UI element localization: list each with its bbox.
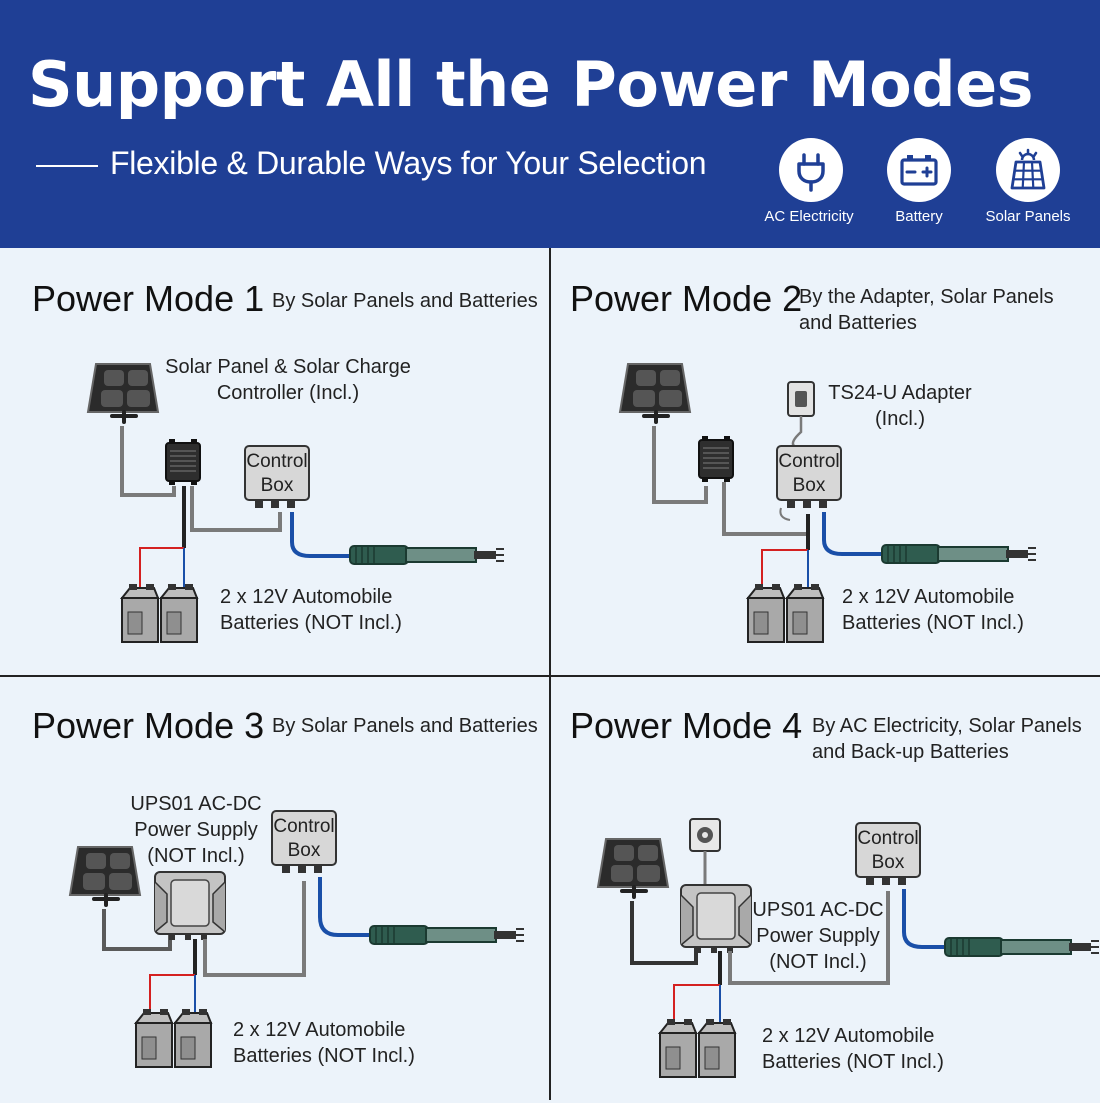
- solar-panel-icon: [618, 362, 692, 424]
- subtitle-rule: [36, 165, 98, 167]
- power-supply-label: UPS01 AC-DC Power Supply (NOT Incl.): [130, 793, 262, 867]
- vertical-divider: [549, 248, 551, 1100]
- battery-icon: [174, 1008, 212, 1068]
- power-mode-1-diagram: [86, 362, 505, 643]
- page-title: Support All the Power Modes: [28, 48, 1034, 121]
- ac-electricity-label: AC Electricity: [764, 208, 854, 225]
- battery-icon: [786, 583, 824, 643]
- power-mode-4-title: Power Mode 4: [570, 705, 803, 746]
- battery-icon: [698, 1018, 736, 1078]
- horizontal-divider: [0, 675, 1100, 677]
- power-mode-3-title: Power Mode 3: [32, 705, 265, 746]
- power-mode-3-panel: Power Mode 3 By Solar Panels and Batteri…: [0, 677, 550, 1103]
- actuator-icon: [349, 545, 505, 565]
- power-mode-1-title: Power Mode 1: [32, 278, 265, 319]
- power-mode-3-diagram: [68, 810, 525, 1068]
- power-mode-2-diagram: [618, 362, 1037, 643]
- batteries-label: 2 x 12V Automobile Batteries (NOT Incl.): [220, 586, 402, 634]
- power-mode-2-title: Power Mode 2: [570, 278, 803, 319]
- solar-panel-label: Solar Panel & Solar Charge Controller (I…: [165, 356, 411, 404]
- actuator-icon: [944, 937, 1100, 957]
- wall-outlet-icon: [689, 818, 721, 852]
- batteries-label: 2 x 12V Automobile Batteries (NOT Incl.): [842, 586, 1024, 634]
- plug-icon: [779, 138, 843, 202]
- batteries-label: 2 x 12V Automobile Batteries (NOT Incl.): [233, 1019, 415, 1067]
- power-mode-1-description: By Solar Panels and Batteries: [272, 290, 538, 312]
- header-banner: Support All the Power Modes Flexible & D…: [0, 0, 1100, 248]
- battery-label: Battery: [895, 208, 943, 225]
- adapter-icon: [787, 381, 815, 417]
- control-box-label: Control Box: [778, 451, 840, 496]
- power-supply-label: UPS01 AC-DC Power Supply (NOT Incl.): [752, 899, 884, 973]
- power-mode-4-description: By AC Electricity, Solar Panels and Back…: [812, 715, 1082, 763]
- charge-controller-icon: [698, 435, 734, 483]
- solar-panels-label: Solar Panels: [985, 208, 1071, 225]
- power-mode-3-description: By Solar Panels and Batteries: [272, 715, 538, 737]
- battery-icon: [135, 1008, 173, 1068]
- control-box-label: Control Box: [246, 451, 308, 496]
- power-supply-icon: [680, 884, 752, 954]
- power-supply-icon: [154, 871, 226, 941]
- control-box-label: Control Box: [857, 828, 919, 873]
- power-mode-2-panel: Power Mode 2 By the Adapter, Solar Panel…: [550, 250, 1100, 676]
- battery-icon: [887, 138, 951, 202]
- actuator-icon: [881, 544, 1037, 564]
- solar-panel-icon: [86, 362, 160, 424]
- adapter-label: TS24-U Adapter (Incl.): [828, 382, 972, 430]
- solar-panel-icon: [596, 837, 670, 899]
- control-box-label: Control Box: [273, 816, 335, 861]
- page-subtitle: Flexible & Durable Ways for Your Selecti…: [110, 145, 707, 181]
- batteries-label: 2 x 12V Automobile Batteries (NOT Incl.): [762, 1025, 944, 1073]
- charge-controller-icon: [165, 438, 201, 486]
- battery-icon: [747, 583, 785, 643]
- power-mode-1-panel: Power Mode 1 By Solar Panels and Batteri…: [0, 250, 550, 676]
- battery-icon: [659, 1018, 697, 1078]
- solar-panel-icon: [996, 138, 1060, 202]
- power-mode-4-panel: Power Mode 4 By AC Electricity, Solar Pa…: [550, 677, 1100, 1103]
- actuator-icon: [369, 925, 525, 945]
- battery-icon: [121, 583, 159, 643]
- power-mode-4-diagram: [596, 818, 1100, 1078]
- battery-icon: [160, 583, 198, 643]
- power-mode-2-description: By the Adapter, Solar Panels and Batteri…: [799, 286, 1054, 334]
